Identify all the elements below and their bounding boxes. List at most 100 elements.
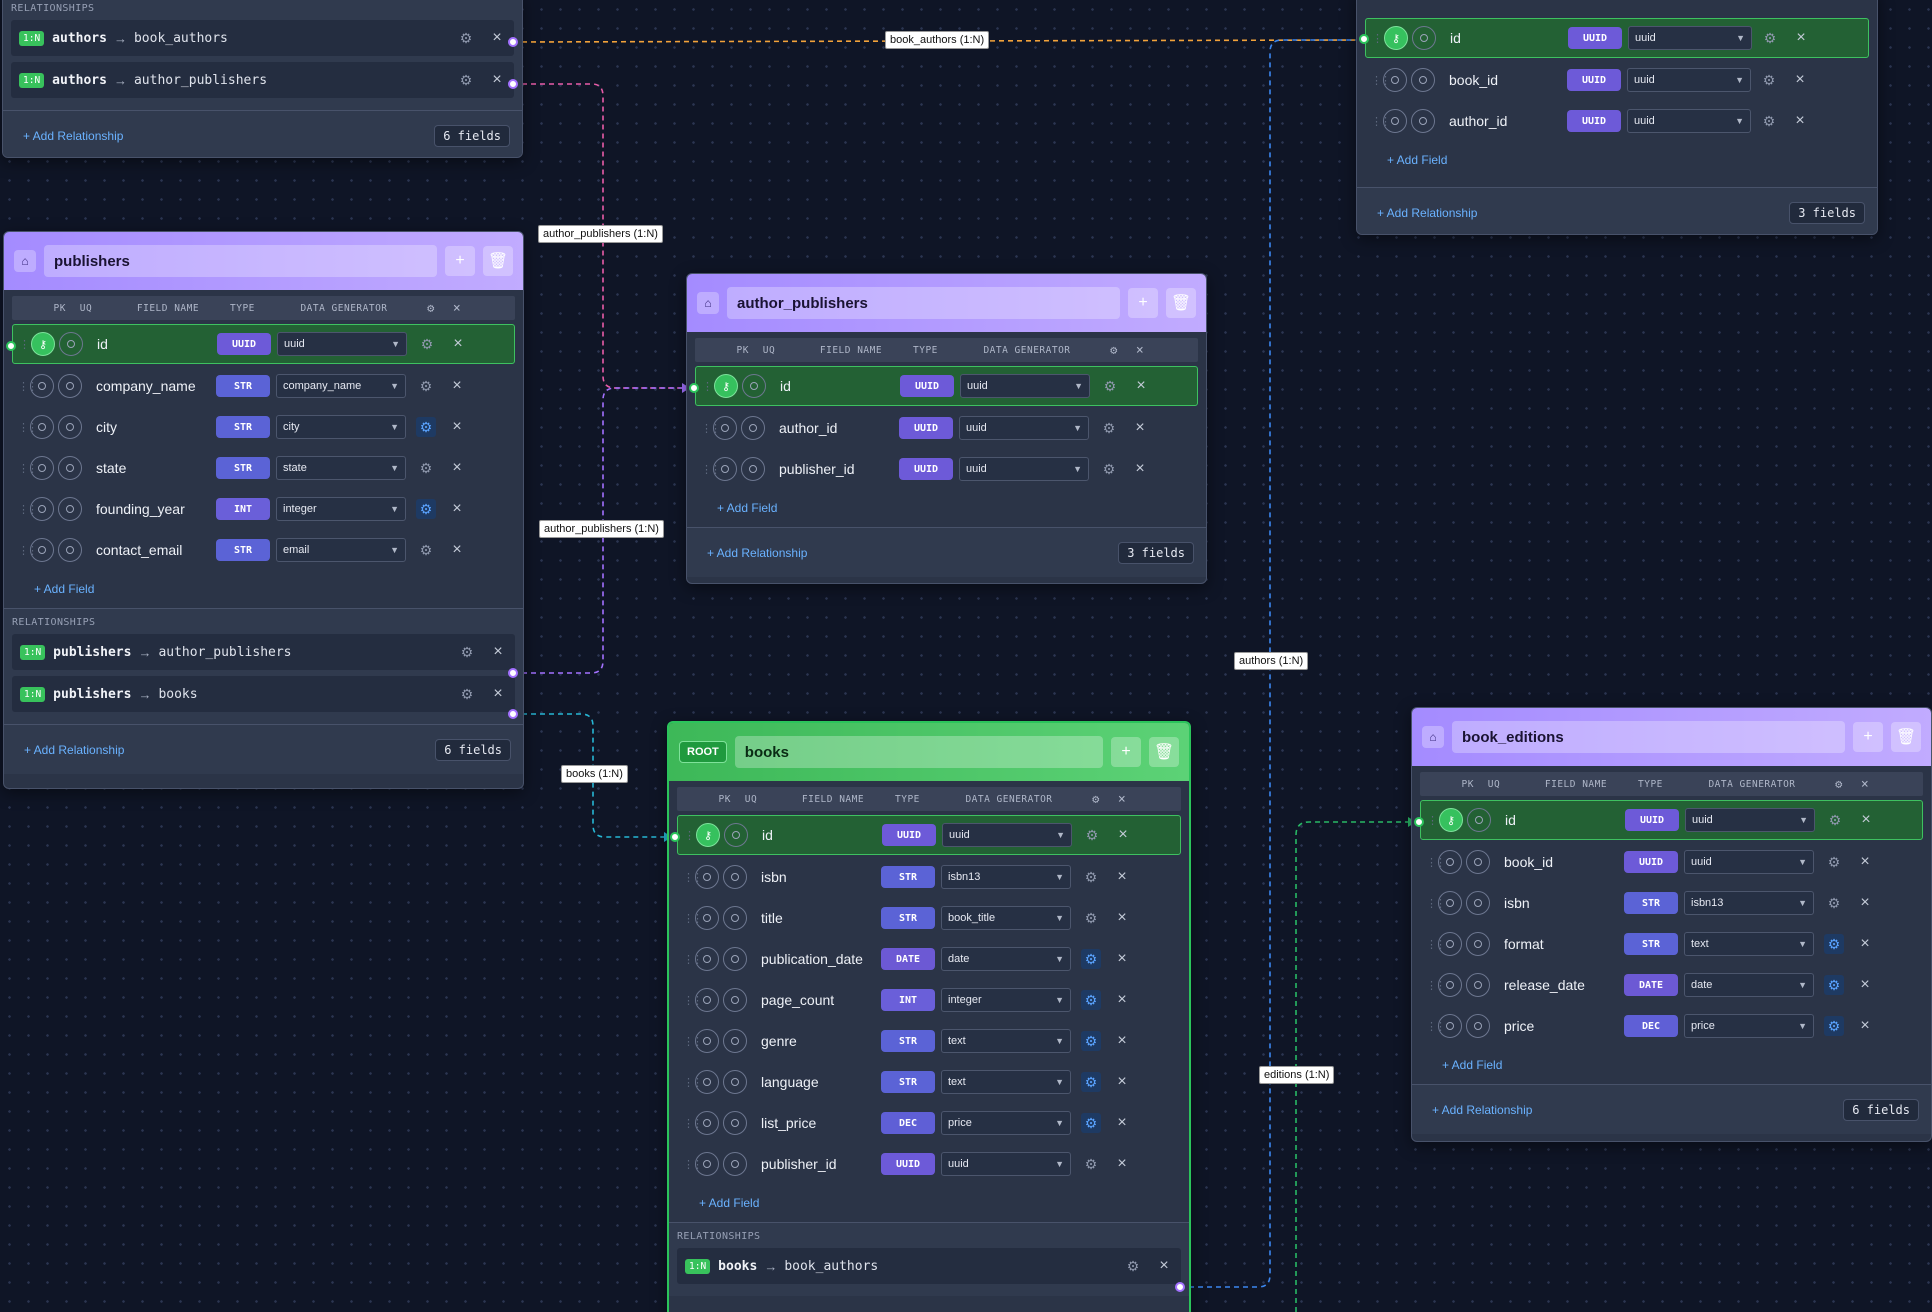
add-field-button[interactable]: + Add Field	[34, 582, 95, 596]
field-name[interactable]: isbn	[1504, 895, 1530, 911]
unique-toggle[interactable]	[723, 947, 747, 971]
plus-icon[interactable]: +	[1111, 737, 1141, 767]
table-books[interactable]: ROOT books + 🗑 PK UQ FIELD NAME TYPE DAT…	[667, 721, 1191, 1312]
field-name[interactable]: page_count	[761, 992, 835, 1008]
field-name[interactable]: release_date	[1504, 977, 1585, 993]
field-name[interactable]: author_id	[779, 420, 838, 436]
table-name-input[interactable]: books	[734, 736, 1103, 768]
generator-select[interactable]: uuid▼	[1628, 26, 1752, 50]
generator-select[interactable]: city▼	[276, 415, 406, 439]
field-row[interactable]: ⋮⋮ list_price DEC price▼ ⚙ ×	[677, 1104, 1181, 1142]
unique-toggle[interactable]	[1466, 973, 1490, 997]
relationship-port[interactable]	[1414, 817, 1424, 827]
type-badge[interactable]: STR	[216, 416, 270, 438]
unique-toggle[interactable]	[723, 1070, 747, 1094]
gear-icon[interactable]: ⚙	[1081, 949, 1101, 969]
drag-handle-icon[interactable]: ⋮⋮	[683, 1158, 703, 1171]
field-row[interactable]: ⋮⋮ language STR text▼ ⚙ ×	[677, 1063, 1181, 1101]
field-row[interactable]: ⋮⋮ ⚷ id UUID uuid▼ ⚙ ×	[677, 815, 1181, 855]
type-badge[interactable]: UUID	[1567, 69, 1621, 91]
unique-toggle[interactable]	[1411, 68, 1435, 92]
field-name[interactable]: publisher_id	[761, 1156, 837, 1172]
field-row[interactable]: ⋮⋮ author_id UUID uuid▼ ⚙ ×	[695, 409, 1198, 447]
type-badge[interactable]: UUID	[1568, 27, 1622, 49]
field-name[interactable]: publication_date	[761, 951, 863, 967]
key-icon[interactable]: ⚷	[714, 374, 738, 398]
unique-toggle[interactable]	[723, 988, 747, 1012]
type-badge[interactable]: UUID	[882, 824, 936, 846]
primary-key-toggle[interactable]	[30, 374, 54, 398]
gear-icon[interactable]: ⚙	[427, 301, 435, 315]
field-name[interactable]: list_price	[761, 1115, 817, 1131]
drag-handle-icon[interactable]: ⋮⋮	[701, 422, 721, 435]
unique-toggle[interactable]	[58, 456, 82, 480]
gear-icon[interactable]: ⚙	[1084, 1155, 1098, 1172]
primary-key-toggle[interactable]	[30, 415, 54, 439]
drag-handle-icon[interactable]: ⋮⋮	[18, 462, 38, 475]
add-relationship-button[interactable]: + Add Relationship	[1432, 1102, 1533, 1117]
field-row[interactable]: ⋮⋮ publisher_id UUID uuid▼ ⚙ ×	[677, 1145, 1181, 1183]
generator-select[interactable]: text▼	[941, 1029, 1071, 1053]
trash-icon[interactable]: 🗑	[483, 246, 513, 276]
drag-handle-icon[interactable]: ⋮⋮	[1372, 32, 1392, 45]
gear-icon[interactable]: ⚙	[416, 499, 436, 519]
field-name[interactable]: id	[1450, 30, 1461, 46]
add-relationship-button[interactable]: + Add Relationship	[24, 742, 125, 757]
primary-key-toggle[interactable]	[695, 947, 719, 971]
field-name[interactable]: title	[761, 910, 783, 926]
unique-toggle[interactable]	[1466, 850, 1490, 874]
table-name-input[interactable]: book_editions	[1452, 721, 1845, 753]
close-icon[interactable]: ×	[1135, 419, 1145, 436]
field-row[interactable]: ⋮⋮ format STR text▼ ⚙ ×	[1420, 925, 1923, 963]
field-row[interactable]: ⋮⋮ ⚷ id UUID uuid▼ ⚙ ×	[12, 324, 515, 364]
field-name[interactable]: id	[780, 378, 791, 394]
generator-select[interactable]: uuid▼	[941, 1152, 1071, 1176]
key-icon[interactable]: ⚷	[696, 823, 720, 847]
gear-icon[interactable]: ⚙	[459, 71, 473, 88]
gear-icon[interactable]: ⚙	[419, 459, 433, 476]
field-name[interactable]: id	[1505, 812, 1516, 828]
table-authors[interactable]: RELATIONSHIPS 1:N authors → book_authors…	[2, 0, 523, 158]
relationship-row[interactable]: 1:N authors → book_authors ⚙ ×	[11, 20, 514, 56]
generator-select[interactable]: text▼	[941, 1070, 1071, 1094]
drag-handle-icon[interactable]: ⋮⋮	[1426, 1020, 1446, 1033]
close-icon[interactable]: ×	[1860, 853, 1870, 870]
type-badge[interactable]: UUID	[899, 417, 953, 439]
table-book-authors[interactable]: ⋮⋮ ⚷ id UUID uuid▼ ⚙ × ⋮⋮ book_id UUID u…	[1356, 0, 1878, 235]
primary-key-toggle[interactable]	[1438, 891, 1462, 915]
generator-select[interactable]: date▼	[941, 947, 1071, 971]
add-field-button[interactable]: + Add Field	[1442, 1058, 1503, 1072]
field-row[interactable]: ⋮⋮ book_id UUID uuid▼ ⚙ ×	[1365, 61, 1869, 99]
relationship-port[interactable]	[508, 709, 518, 719]
gear-icon[interactable]: ⚙	[1110, 343, 1118, 357]
gear-icon[interactable]: ⚙	[1763, 29, 1777, 46]
gear-icon[interactable]: ⚙	[1828, 811, 1842, 828]
field-name[interactable]: isbn	[761, 869, 787, 885]
generator-select[interactable]: isbn13▼	[1684, 891, 1814, 915]
plus-icon[interactable]: +	[445, 246, 475, 276]
relationship-row[interactable]: 1:N publishers → books ⚙ ×	[12, 676, 515, 712]
type-badge[interactable]: UUID	[1624, 851, 1678, 873]
gear-icon[interactable]: ⚙	[420, 335, 434, 352]
gear-icon[interactable]: ⚙	[1081, 1031, 1101, 1051]
field-row[interactable]: ⋮⋮ founding_year INT integer▼ ⚙ ×	[12, 490, 515, 528]
close-icon[interactable]: ×	[452, 459, 462, 476]
primary-key-toggle[interactable]	[695, 1070, 719, 1094]
type-badge[interactable]: DEC	[881, 1112, 935, 1134]
gear-icon[interactable]: ⚙	[419, 541, 433, 558]
gear-icon[interactable]: ⚙	[1081, 990, 1101, 1010]
type-badge[interactable]: UUID	[900, 375, 954, 397]
type-badge[interactable]: UUID	[1625, 809, 1679, 831]
close-icon[interactable]: ×	[1117, 991, 1127, 1008]
generator-select[interactable]: uuid▼	[277, 332, 407, 356]
field-row[interactable]: ⋮⋮ publication_date DATE date▼ ⚙ ×	[677, 940, 1181, 978]
type-badge[interactable]: DATE	[1624, 974, 1678, 996]
field-row[interactable]: ⋮⋮ isbn STR isbn13▼ ⚙ ×	[677, 858, 1181, 896]
drag-handle-icon[interactable]: ⋮⋮	[18, 421, 38, 434]
primary-key-toggle[interactable]	[1383, 109, 1407, 133]
field-name[interactable]: city	[96, 419, 117, 435]
unique-toggle[interactable]	[58, 497, 82, 521]
close-icon[interactable]: ×	[1117, 1155, 1127, 1172]
generator-select[interactable]: uuid▼	[1627, 68, 1751, 92]
type-badge[interactable]: UUID	[217, 333, 271, 355]
